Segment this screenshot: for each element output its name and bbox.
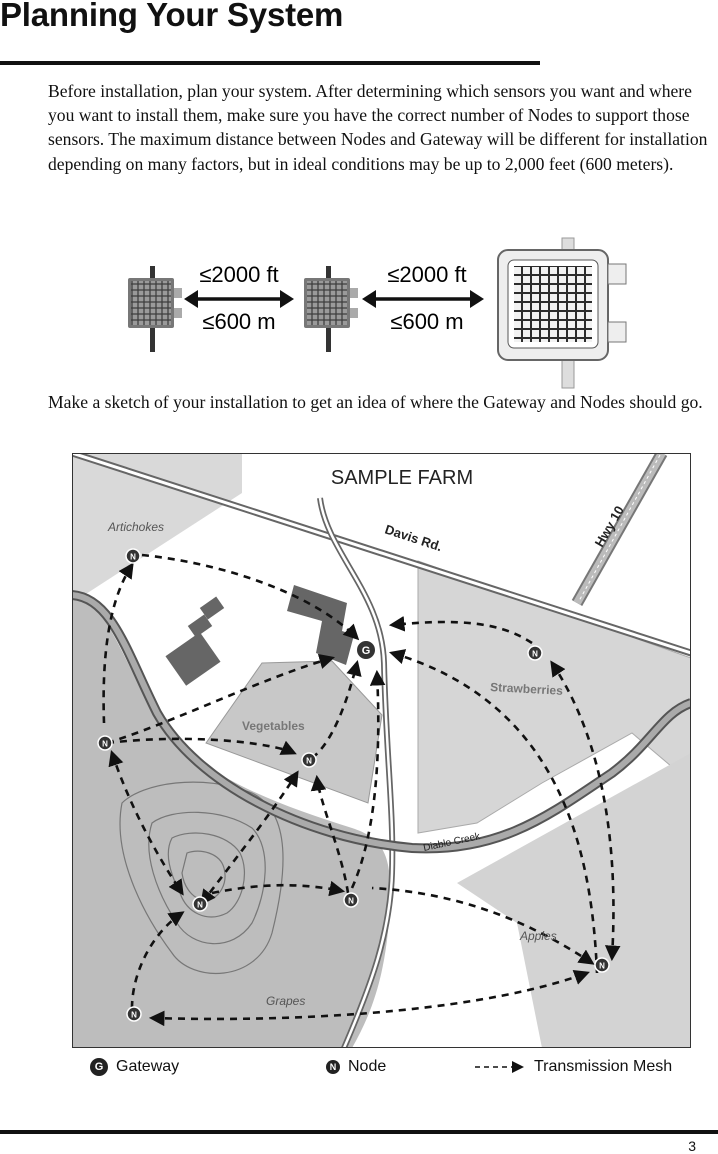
node-device-left: [128, 266, 182, 352]
node-marker-artichokes: N: [125, 548, 141, 564]
page-number: 3: [688, 1138, 696, 1154]
transmission-mesh: [102, 553, 621, 1027]
label-strawberries: Strawberries: [490, 680, 564, 698]
title-rule: [0, 61, 540, 65]
link1-feet-label: ≤2000 ft: [199, 262, 278, 287]
node-marker-driveway: N: [343, 892, 359, 908]
label-vegetables: Vegetables: [242, 719, 305, 733]
link1-meters-label: ≤600 m: [202, 309, 275, 334]
node-marker-west: N: [97, 735, 113, 751]
svg-text:N: N: [197, 901, 203, 910]
legend-gateway-label: Gateway: [116, 1058, 180, 1075]
svg-text:N: N: [131, 1011, 137, 1020]
legend-node: N Node: [326, 1058, 386, 1076]
legend-mesh: Transmission Mesh: [474, 1058, 672, 1076]
svg-text:N: N: [532, 650, 538, 659]
farm-buildings: [165, 585, 354, 686]
page-title: Planning Your System: [0, 0, 344, 33]
footer-rule: [0, 1130, 718, 1134]
field-artichokes: [72, 453, 242, 603]
legend-mesh-label: Transmission Mesh: [534, 1058, 673, 1075]
gateway-badge-icon: G: [90, 1058, 108, 1076]
node-device-middle: [304, 266, 358, 352]
legend-node-label: Node: [348, 1058, 387, 1075]
dashed-arrow-icon: [475, 1061, 524, 1073]
svg-text:N: N: [599, 962, 605, 971]
label-apples: Apples: [519, 929, 557, 943]
node-marker-vegetables: N: [301, 752, 317, 768]
node-marker-strawberries: N: [527, 645, 543, 661]
legend-gateway: G Gateway: [90, 1058, 179, 1076]
link2-feet-label: ≤2000 ft: [387, 262, 466, 287]
svg-text:G: G: [362, 645, 371, 657]
map-title: SAMPLE FARM: [331, 467, 473, 489]
distance-arrow-1: [184, 290, 294, 308]
node-badge-icon: N: [326, 1060, 340, 1074]
distance-diagram: ≤2000 ft ≤600 m ≤2000 ft ≤600 m: [128, 237, 627, 389]
svg-text:N: N: [306, 757, 312, 766]
label-grapes: Grapes: [266, 994, 305, 1008]
node-marker-grapes: N: [126, 1006, 142, 1022]
intro-paragraph: Before installation, plan your system. A…: [48, 81, 708, 174]
sample-farm-map: G N N N N N N N: [72, 453, 691, 1048]
gateway-marker: G: [355, 639, 377, 661]
gateway-device: [497, 237, 627, 389]
distance-arrow-2: [362, 290, 484, 308]
label-artichokes: Artichokes: [107, 520, 164, 534]
node-marker-apples: N: [594, 957, 610, 973]
svg-text:N: N: [348, 897, 354, 906]
link2-meters-label: ≤600 m: [390, 309, 463, 334]
sketch-paragraph: Make a sketch of your installation to ge…: [48, 392, 703, 412]
svg-text:N: N: [130, 553, 136, 562]
map-legend: G Gateway N Node Transmission Mesh: [0, 1055, 718, 1085]
node-marker-hill: N: [192, 896, 208, 912]
svg-text:N: N: [102, 740, 108, 749]
